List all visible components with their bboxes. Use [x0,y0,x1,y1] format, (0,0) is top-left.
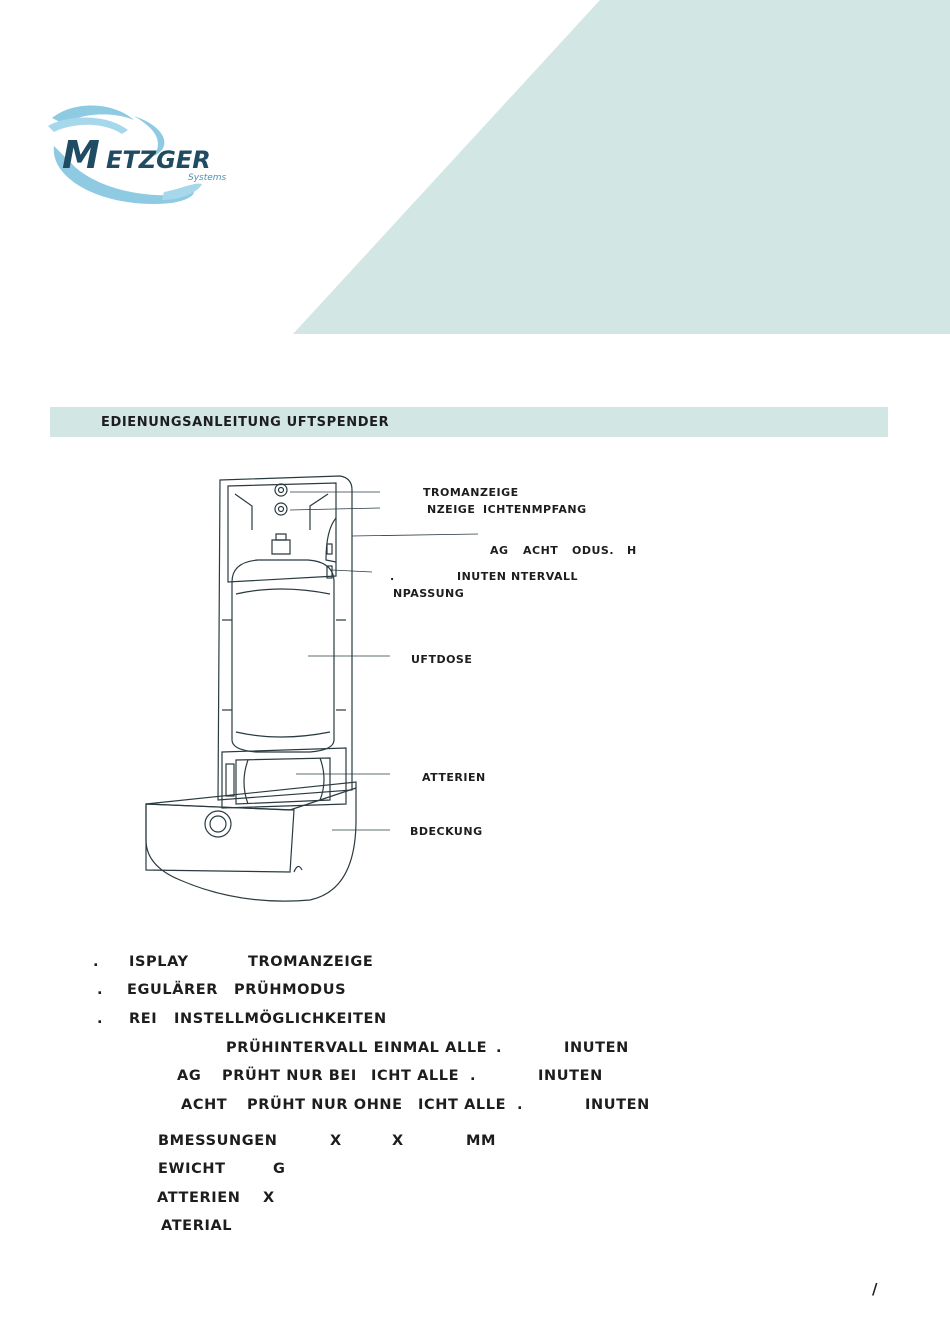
sub-2-d: . [470,1068,477,1084]
label-intervall: NTERVALL [511,570,578,583]
spec-weight-unit: G [273,1161,286,1177]
list-num-1: . [93,954,100,970]
list-item-3-b: INSTELLMÖGLICHKEITEN [174,1011,387,1027]
sub-1-c: INUTEN [564,1040,629,1056]
list-item-1-a: ISPLAY [129,954,189,970]
sub-1-a: PRÜHINTERVALL EINMAL ALLE [226,1040,488,1056]
label-anpassung: NPASSUNG [393,587,465,600]
list-item-2-a: EGULÄRER [127,982,219,998]
spec-batteries-x: X [263,1190,275,1206]
logo-brand-text: ETZGER [106,146,211,174]
spec-batteries-label: ATTERIEN [157,1190,241,1206]
list-item-3-a: REI [129,1011,158,1027]
sub-2-e: INUTEN [538,1068,603,1084]
sub-3-a: ACHT [181,1097,228,1113]
label-stromanzeige: TROMANZEIGE [423,486,519,499]
decorative-triangle [293,0,950,334]
sub-3-e: INUTEN [585,1097,650,1113]
sub-1-b: . [496,1040,503,1056]
sub-2-c: ICHT ALLE [371,1068,460,1084]
spec-weight-label: EWICHT [158,1161,226,1177]
title-band [50,407,888,437]
list-item-2-b: PRÜHMODUS [234,982,347,998]
sub-3-b: PRÜHT NUR OHNE [247,1097,403,1113]
label-nacht: ACHT [523,544,559,557]
logo-initial: M [62,133,100,177]
sub-3-d: . [517,1097,524,1113]
spec-dimensions-unit: MM [466,1133,497,1149]
list-num-3: . [97,1011,104,1027]
label-duftdose: UFTDOSE [411,653,473,666]
label-anzeige: NZEIGE [427,503,476,516]
label-batterien: ATTERIEN [422,771,486,784]
logo-sub-text: Systems [188,173,227,183]
list-item-1-b: TROMANZEIGE [248,954,374,970]
page-title: EDIENUNGSANLEITUNG UFTSPENDER [101,415,390,430]
sub-2-b: PRÜHT NUR BEI [222,1068,357,1084]
spec-dimensions-x1: X [330,1133,342,1149]
dispenser-diagram [145,475,479,902]
label-h: H [627,544,637,557]
sub-3-c: ICHT ALLE [418,1097,507,1113]
sub-2-a: AG [177,1068,202,1084]
page-number: / [872,1280,878,1298]
label-lichtempfang: ICHTENMPFANG [483,503,587,516]
spec-dimensions-x2: X [392,1133,404,1149]
spec-material-label: ATERIAL [161,1218,233,1234]
label-minuten: INUTEN [457,570,507,583]
list-num-2: . [97,982,104,998]
label-modus: ODUS. [572,544,615,557]
company-logo: M ETZGER Systems [44,96,254,220]
label-dot: . [390,570,395,583]
spec-dimensions-label: BMESSUNGEN [158,1133,278,1149]
label-abdeckung: BDECKUNG [410,825,483,838]
label-tag: AG [490,544,509,557]
